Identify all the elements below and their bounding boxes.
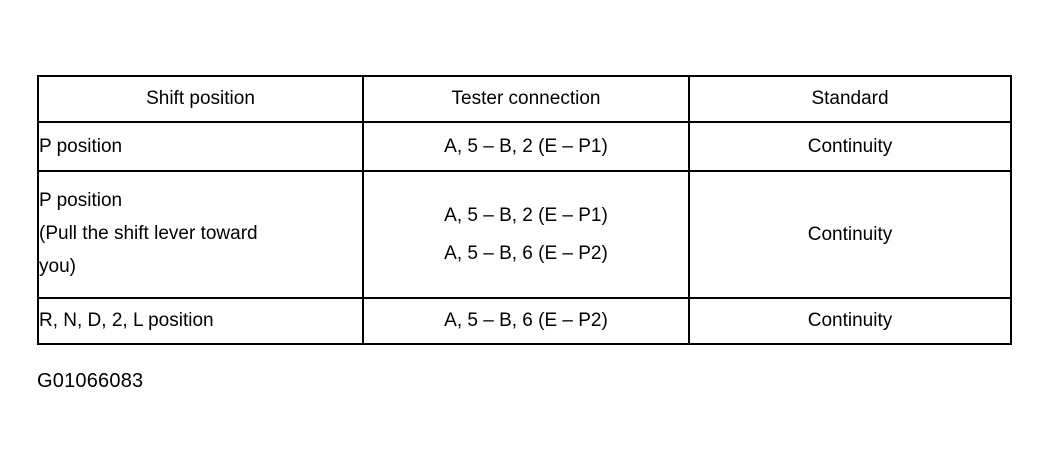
cell-tester-connection-text: A, 5 – B, 2 (E – P1) A, 5 – B, 6 (E – P2… (444, 205, 608, 264)
column-header-shift-position: Shift position (37, 75, 364, 123)
cell-standard: Continuity (688, 121, 1012, 172)
cell-shift-position-text: P position (Pull the shift lever toward … (39, 190, 258, 277)
cell-standard: Continuity (688, 297, 1012, 345)
cell-tester-connection: A, 5 – B, 2 (E – P1) A, 5 – B, 6 (E – P2… (362, 170, 690, 299)
cell-shift-position: P position (Pull the shift lever toward … (37, 170, 364, 299)
cell-standard: Continuity (688, 170, 1012, 299)
table-row: P position A, 5 – B, 2 (E – P1) Continui… (37, 121, 1012, 172)
table-row: R, N, D, 2, L position A, 5 – B, 6 (E – … (37, 297, 1012, 345)
table-row: P position (Pull the shift lever toward … (37, 170, 1012, 299)
cell-shift-position: P position (37, 121, 364, 172)
table-header-row: Shift position Tester connection Standar… (37, 75, 1012, 123)
cell-tester-connection: A, 5 – B, 6 (E – P2) (362, 297, 690, 345)
cell-tester-connection: A, 5 – B, 2 (E – P1) (362, 121, 690, 172)
cell-shift-position: R, N, D, 2, L position (37, 297, 364, 345)
column-header-standard: Standard (688, 75, 1012, 123)
shift-position-continuity-table: Shift position Tester connection Standar… (37, 75, 1012, 345)
figure-caption: G01066083 (37, 370, 144, 392)
column-header-tester-connection: Tester connection (362, 75, 690, 123)
